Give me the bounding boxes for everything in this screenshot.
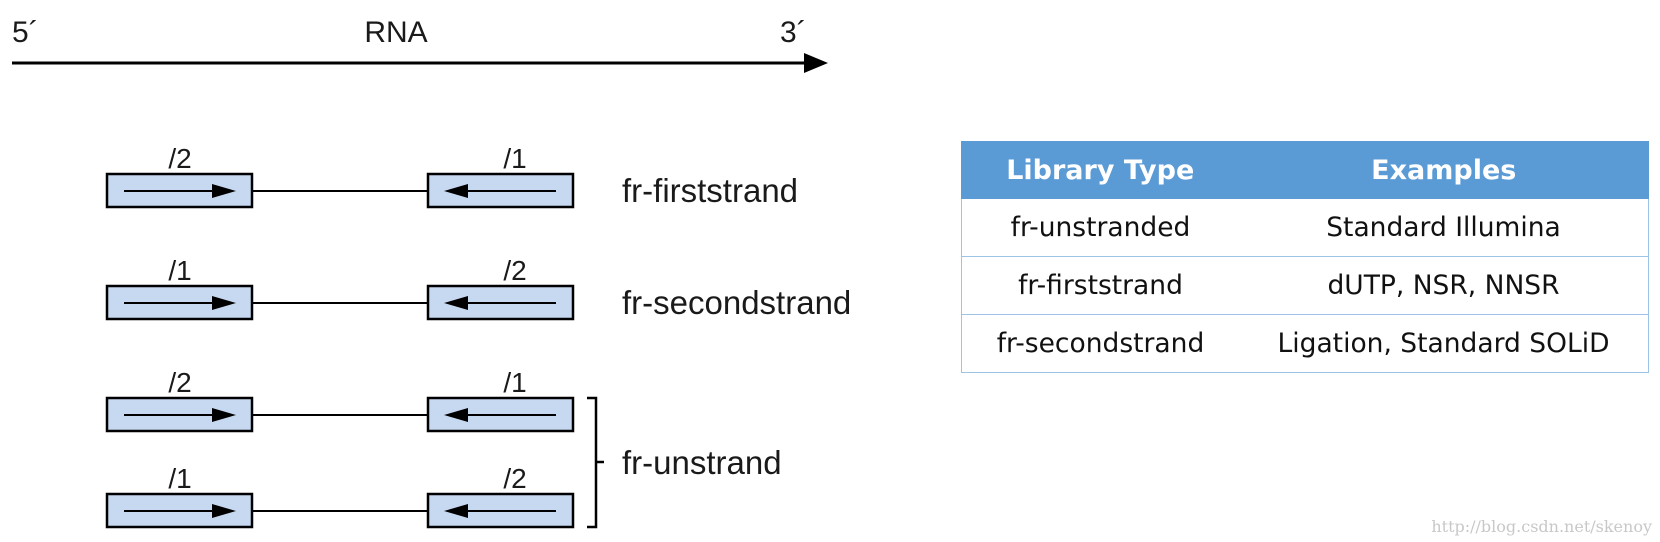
header-library-type: Library Type [961, 141, 1240, 199]
rna-label: RNA [364, 16, 427, 49]
three-prime-label: 3´ [780, 16, 807, 49]
table-row: fr-firststrand dUTP, NSR, NNSR [961, 256, 1649, 315]
library-label-secondstrand: fr-secondstrand [622, 284, 851, 321]
cell-examples: dUTP, NSR, NNSR [1239, 256, 1649, 315]
table-header-row: Library Type Examples [961, 141, 1649, 199]
library-label-firststrand: fr-firststrand [622, 172, 798, 209]
cell-library-type: fr-secondstrand [961, 314, 1239, 373]
cell-library-type: fr-firststrand [961, 256, 1239, 315]
watermark: http://blog.csdn.net/skenoy [1431, 517, 1652, 536]
right-read-label: /1 [503, 143, 526, 174]
read-pair-row-4: /1 /2 [105, 463, 575, 529]
cell-library-type: fr-unstranded [961, 199, 1239, 257]
cell-examples: Standard Illumina [1239, 199, 1649, 257]
table-row: fr-unstranded Standard Illumina [961, 199, 1649, 257]
five-prime-label: 5´ [12, 16, 39, 49]
read-pair-row-3: /2 /1 [105, 367, 575, 433]
library-type-table: Library Type Examples fr-unstranded Stan… [961, 141, 1649, 373]
read-pair-row-1: /2 /1 fr-firststrand [105, 143, 798, 209]
library-strand-diagram: 5´ RNA 3´ /2 /1 fr-firststrand /1 /2 fr-… [12, 16, 851, 529]
forward-arrowhead-icon [212, 296, 236, 310]
forward-arrowhead-icon [212, 408, 236, 422]
header-examples: Examples [1238, 141, 1649, 199]
reverse-arrowhead-icon [444, 296, 468, 310]
left-read-label: /1 [168, 463, 191, 494]
left-read-label: /2 [168, 143, 191, 174]
right-read-label: /2 [503, 255, 526, 286]
cell-examples: Ligation, Standard SOLiD [1239, 314, 1649, 373]
rna-axis-arrowhead [804, 53, 828, 73]
left-read-label: /1 [168, 255, 191, 286]
reverse-arrowhead-icon [444, 504, 468, 518]
forward-arrowhead-icon [212, 184, 236, 198]
reverse-arrowhead-icon [444, 184, 468, 198]
left-read-label: /2 [168, 367, 191, 398]
reverse-arrowhead-icon [444, 408, 468, 422]
right-read-label: /1 [503, 367, 526, 398]
read-pair-row-2: /1 /2 fr-secondstrand [105, 255, 851, 321]
forward-arrowhead-icon [212, 504, 236, 518]
unstrand-bracket [587, 396, 604, 529]
right-read-label: /2 [503, 463, 526, 494]
library-label-unstrand: fr-unstrand [622, 444, 782, 481]
table-row: fr-secondstrand Ligation, Standard SOLiD [961, 314, 1649, 373]
